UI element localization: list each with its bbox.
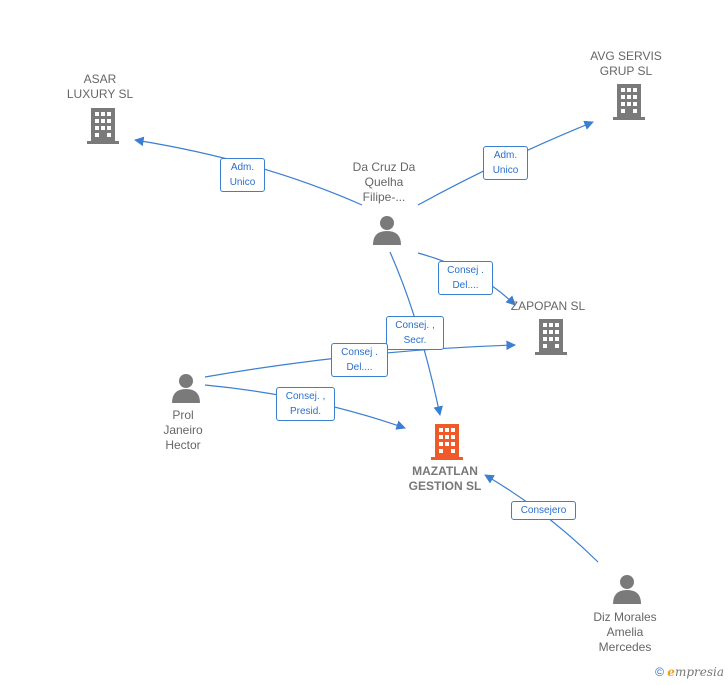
node-label-dacruz[interactable]: Da Cruz Da Quelha Filipe-... [334,160,434,205]
node-label-line: AVG SERVIS [590,49,662,63]
edge-label-line: Adm. [230,162,255,173]
building-icon-zapopan [535,319,567,355]
building-icon-mazatlan [431,424,463,460]
node-label-line: Janeiro [163,423,203,437]
node-label-line: GRUP SL [599,64,653,78]
person-icon-diz [613,575,641,604]
edge-label-dacruz-zapopan[interactable]: Consej . Del.... [438,261,493,295]
node-label-prol[interactable]: Prol Janeiro Hector [133,408,233,453]
edge-label-dacruz-asar[interactable]: Adm. Unico [220,158,265,192]
edge-label-line: Consej . [341,347,378,358]
building-icon-asar [87,108,119,144]
node-label-mazatlan[interactable]: MAZATLAN GESTION SL [395,464,495,494]
node-label-line: MAZATLAN [412,464,478,478]
edge-label-line: Unico [492,165,519,176]
node-label-line: GESTION SL [408,479,482,493]
footer-brand[interactable]: © empresia [655,665,724,679]
brand-logo-text: mpresia [674,665,724,679]
node-label-avg[interactable]: AVG SERVIS GRUP SL [576,49,676,79]
person-icon-prol [172,374,200,403]
node-label-line: Hector [165,438,201,452]
edge-label-line: Consej. , [395,320,435,331]
edge-label-prol-zapopan[interactable]: Consej . Del.... [331,343,388,377]
node-label-line: Prol [172,408,194,422]
edge-label-line: Unico [229,177,256,188]
copyright-icon: © [655,665,664,679]
node-label-line: Diz Morales [593,610,657,624]
node-label-diz[interactable]: Diz Morales Amelia Mercedes [575,610,675,655]
edge-label-line: Del.... [452,280,479,291]
edge-label-line: Consej. , [285,391,326,402]
edge-label-prol-mazatlan[interactable]: Consej. , Presid. [276,387,335,421]
node-label-asar[interactable]: ASAR LUXURY SL [50,72,150,102]
node-label-line: Da Cruz Da [352,160,416,174]
node-label-line: ZAPOPAN SL [510,299,586,313]
building-icon-avg [613,84,645,120]
edge-label-dacruz-mazatlan[interactable]: Consej. , Secr. [386,316,444,350]
node-label-line: LUXURY SL [66,87,134,101]
node-label-zapopan[interactable]: ZAPOPAN SL [498,299,598,314]
node-label-line: ASAR [83,72,117,86]
edge-label-line: Presid. [289,406,322,417]
edge-label-line: Adm. [493,150,518,161]
node-label-line: Quelha [364,175,404,189]
edge-label-diz-mazatlan[interactable]: Consejero [511,501,576,520]
person-icon-dacruz [373,216,401,245]
brand-logo-initial: e [667,665,675,679]
node-label-line: Filipe-... [362,190,406,204]
edge-label-line: Consejero [520,505,567,516]
edge-label-dacruz-avg[interactable]: Adm. Unico [483,146,528,180]
node-label-line: Amelia [606,625,644,639]
edge-label-line: Consej . [447,265,484,276]
node-label-line: Mercedes [598,640,652,654]
edge-label-line: Del.... [346,362,373,373]
edge-label-line: Secr. [403,335,427,346]
